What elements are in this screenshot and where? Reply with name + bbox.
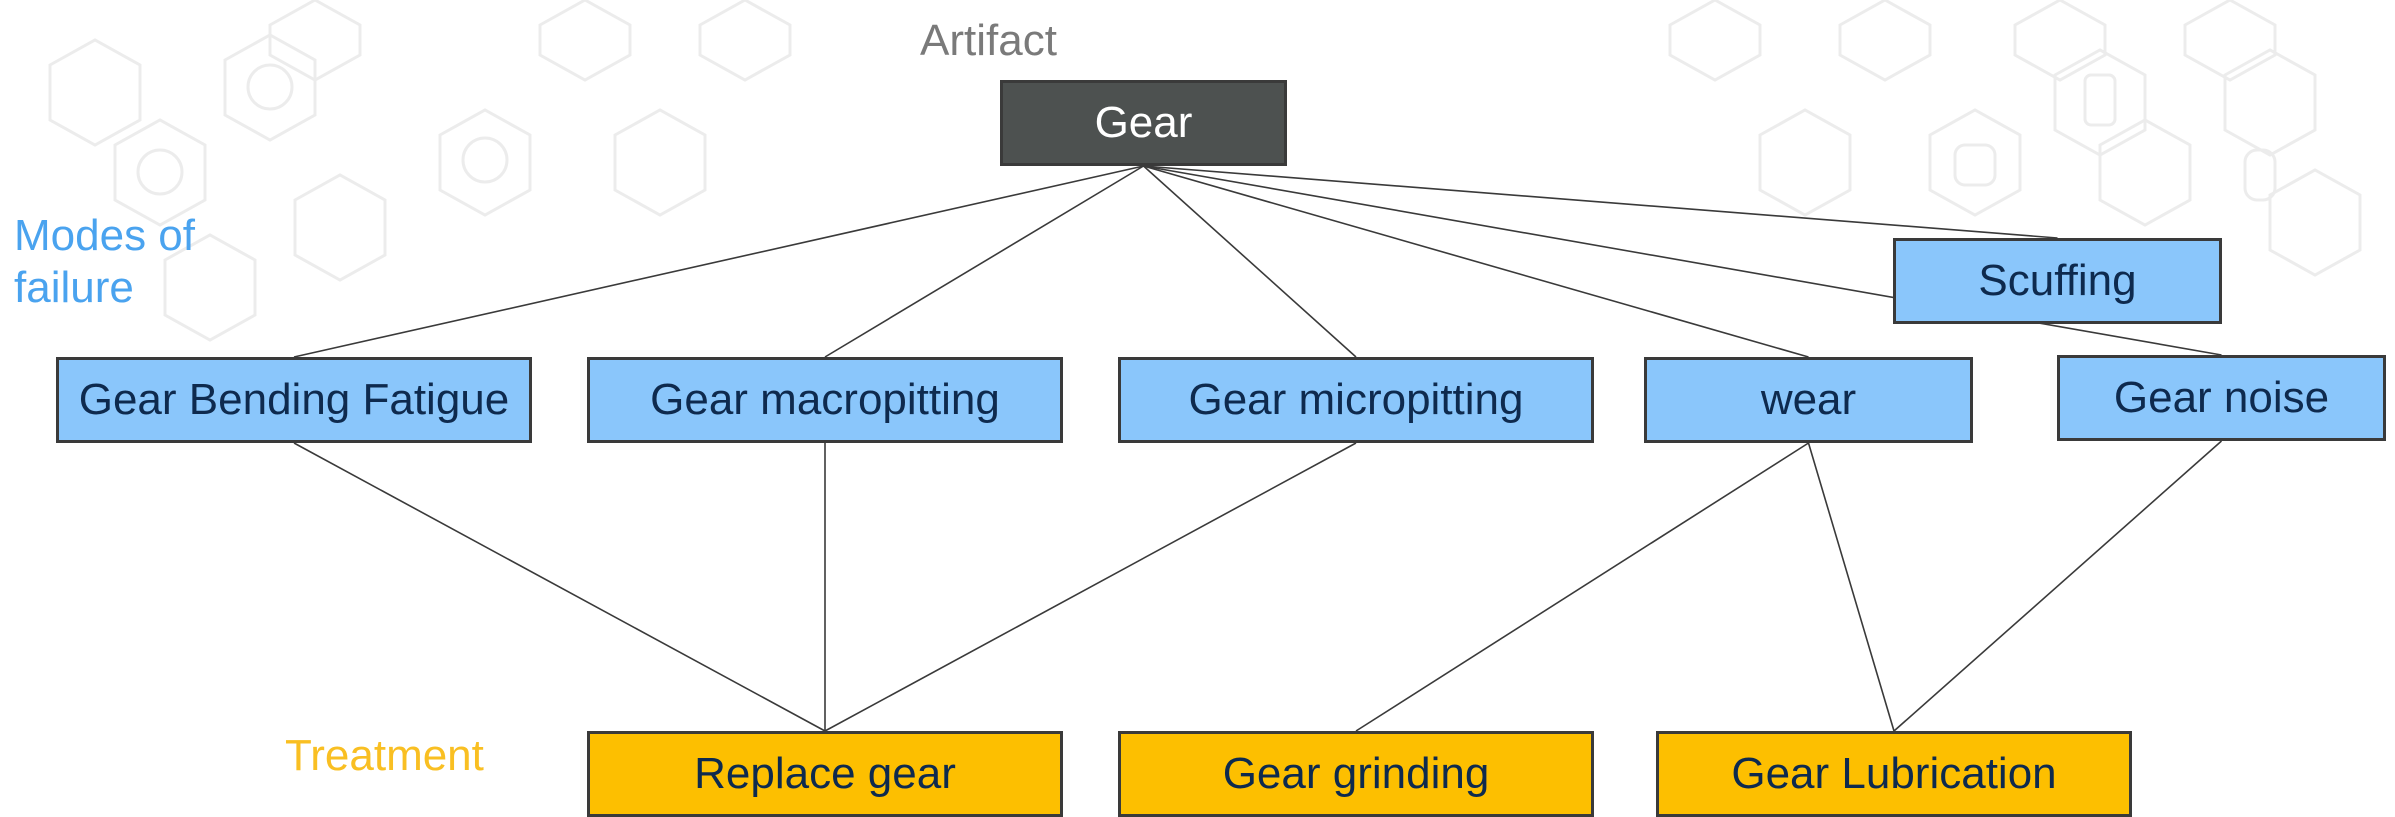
edge-gear-to-wear	[1143, 165, 1809, 358]
scuffing-node: Scuffing	[1893, 238, 2222, 324]
gear-bending-fatigue-node: Gear Bending Fatigue	[56, 357, 532, 443]
edge-gear-to-macropitting	[824, 165, 1144, 358]
edge-gear-to-bending_fatigue	[293, 165, 1144, 358]
gear-lubrication-node: Gear Lubrication	[1656, 731, 2132, 817]
edge-gear-to-scuffing	[1143, 165, 2058, 239]
artifact-tier-label: Artifact	[920, 16, 1057, 65]
modes-of-failure-tier-label: Modes of failure	[14, 211, 195, 312]
gear-macropitting-node: Gear macropitting	[587, 357, 1063, 443]
gear-noise-node: Gear noise	[2057, 355, 2386, 441]
replace-gear-node: Replace gear	[587, 731, 1063, 817]
gear-artifact-node: Gear	[1000, 80, 1287, 166]
edge-noise-to-lubrication	[1893, 440, 2223, 732]
gear-micropitting-node: Gear micropitting	[1118, 357, 1594, 443]
edge-wear-to-grinding	[1355, 442, 1809, 732]
edge-gear-to-micropitting	[1142, 165, 1357, 358]
wear-node: wear	[1644, 357, 1973, 443]
gear-grinding-node: Gear grinding	[1118, 731, 1594, 817]
edge-micropitting-to-replace	[824, 442, 1357, 732]
edge-wear-to-lubrication	[1807, 442, 1895, 732]
edge-bending_fatigue-to-replace	[293, 442, 826, 732]
treatment-tier-label: Treatment	[285, 731, 484, 780]
